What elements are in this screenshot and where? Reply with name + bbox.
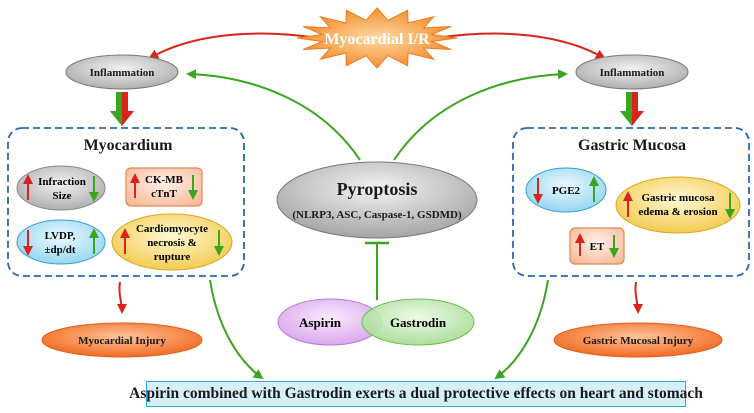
left-inflammation-label: Inflammation: [90, 67, 155, 79]
gastric-to-injury-arrow: [632, 281, 643, 314]
aspirin-label: Aspirin: [299, 315, 342, 330]
svg-text:PGE2: PGE2: [552, 185, 581, 197]
svg-text:ET: ET: [590, 241, 605, 253]
myocardial-ir-star: Myocardial I/R: [296, 7, 458, 69]
svg-text:Infraction: Infraction: [38, 176, 86, 188]
svg-text:Cardiomyocyte: Cardiomyocyte: [136, 223, 208, 235]
svg-text:±dp/dt: ±dp/dt: [44, 244, 75, 256]
ckmb-ctnt-node: CK-MB cTnT: [125, 167, 203, 207]
myocardium-box: [7, 127, 245, 277]
svg-text:necrosis &: necrosis &: [147, 237, 197, 249]
drug-combination: Aspirin Gastrodin: [277, 298, 475, 346]
gastric-to-conclusion-arrow: [494, 279, 549, 380]
svg-text:LVDP,: LVDP,: [45, 230, 76, 242]
right-inflammation-down-arrow: [620, 92, 644, 126]
pyroptosis-node: Pyroptosis (NLRP3, ASC, Caspase-1, GSDMD…: [276, 161, 478, 239]
inhibition-line: [365, 241, 389, 300]
svg-text:Size: Size: [53, 190, 72, 202]
gastric-edema-node: Gastric mucosa edema & erosion: [615, 176, 741, 234]
pge2-node: PGE2: [525, 167, 607, 213]
myocardial-injury-node: [41, 322, 203, 358]
pyroptosis-to-left-inflammation-arrow: [186, 69, 361, 161]
ir-to-left-inflammation-arrow: [148, 32, 319, 59]
myocardium-to-injury-arrow: [116, 281, 127, 314]
right-inflammation-label: Inflammation: [600, 67, 665, 79]
svg-text:rupture: rupture: [154, 251, 191, 263]
gastrodin-label: Gastrodin: [390, 315, 447, 330]
gastric-mucosa-box: [512, 127, 750, 277]
gastric-mucosal-injury-label: Gastric Mucosal Injury: [583, 335, 694, 347]
infarction-size-node: Infraction Size: [16, 165, 106, 211]
pyroptosis-to-right-inflammation-arrow: [393, 69, 568, 161]
gastric-mucosal-injury-node: [553, 322, 723, 358]
gastric-mucosa-title: Gastric Mucosa: [578, 137, 686, 154]
pyroptosis-subtitle: (NLRP3, ASC, Caspase-1, GSDMD): [292, 209, 462, 221]
myocardial-injury-label: Myocardial Injury: [78, 335, 166, 347]
svg-text:Gastric mucosa: Gastric mucosa: [641, 192, 715, 204]
lvdp-node: LVDP, ±dp/dt: [16, 219, 106, 265]
gastrodin-node: [361, 298, 475, 346]
svg-text:cTnT: cTnT: [151, 188, 177, 200]
pyroptosis-title: Pyroptosis: [337, 179, 418, 199]
left-inflammation-down-arrow: [110, 92, 134, 126]
myocardium-to-conclusion-arrow: [209, 279, 264, 380]
right-inflammation-node: [575, 54, 689, 90]
ir-to-right-inflammation-arrow: [435, 32, 606, 59]
cardiomyocyte-node: Cardiomyocyte necrosis & rupture: [111, 213, 233, 271]
conclusion-banner: Aspirin combined with Gastrodin exerts a…: [129, 381, 703, 407]
left-inflammation-node: [65, 54, 179, 90]
myocardial-ir-label: Myocardial I/R: [324, 31, 430, 48]
myocardium-title: Myocardium: [84, 137, 174, 154]
svg-text:edema & erosion: edema & erosion: [638, 206, 717, 218]
svg-text:CK-MB: CK-MB: [145, 174, 184, 186]
et-node: ET: [569, 227, 625, 265]
